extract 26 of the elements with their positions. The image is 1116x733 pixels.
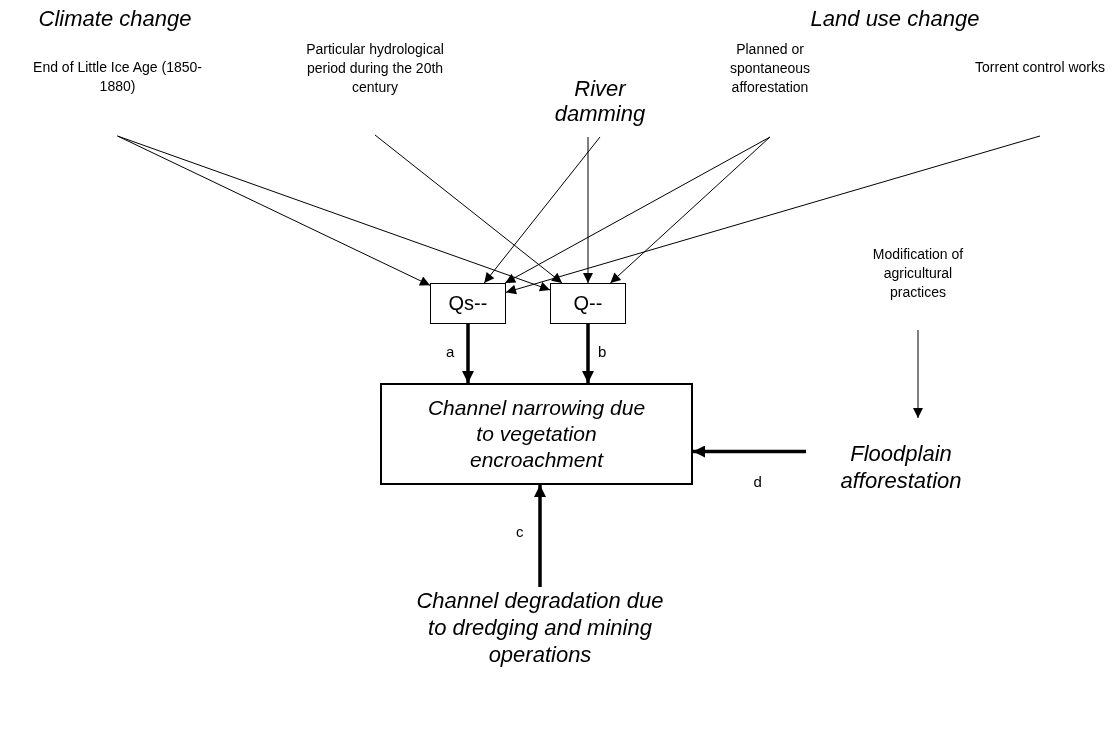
arrow xyxy=(609,136,771,284)
arrow xyxy=(117,135,551,292)
arrow xyxy=(504,136,771,284)
arrow xyxy=(505,135,1041,295)
arrow xyxy=(117,135,431,286)
arrow xyxy=(374,134,563,284)
cause-text: Torrent control works xyxy=(965,58,1115,136)
cause-text: Channel degradation due to dredging and mining operations xyxy=(405,587,675,702)
cause-text: End of Little Ice Age (1850-1880) xyxy=(30,58,205,136)
arrow xyxy=(913,329,923,419)
arrow xyxy=(534,485,546,587)
process-box: Qs-- xyxy=(430,283,506,324)
cause-text: River damming xyxy=(545,76,655,137)
arrow xyxy=(462,324,474,383)
cause-text: Planned or spontaneous afforestation xyxy=(712,40,828,137)
group-heading: Climate change xyxy=(37,5,193,33)
cause-text: Modification of agricultural practices xyxy=(858,245,978,330)
arrow xyxy=(483,136,601,284)
process-box: Q-- xyxy=(550,283,626,324)
arrow xyxy=(582,324,594,383)
arrow xyxy=(583,136,593,284)
cause-text: Floodplain afforestation xyxy=(806,418,996,497)
process-box: Channel narrowing due to vegetation encroachment xyxy=(380,383,693,485)
cause-text: Particular hydrological period during the 20th century xyxy=(290,40,460,135)
group-heading: Land use change xyxy=(809,5,981,33)
arrow xyxy=(693,445,806,458)
